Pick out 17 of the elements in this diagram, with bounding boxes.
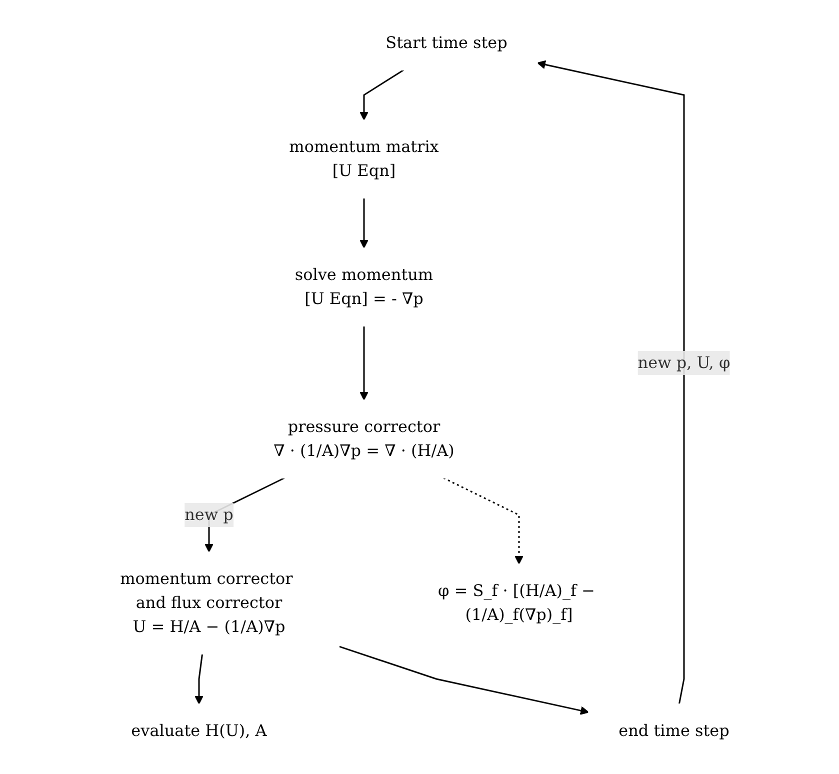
node-text: Start time step <box>386 33 508 52</box>
arrow <box>444 477 524 564</box>
arrow <box>194 654 204 704</box>
node-text: evaluate H(U), A <box>131 720 268 740</box>
arrow <box>360 198 369 248</box>
arrow <box>360 69 404 120</box>
node-text: pressure corrector ∇ · (1/A)∇p = ∇ · (H/A) <box>274 416 455 460</box>
edge-label: new p <box>184 504 234 524</box>
node-text: φ = S_f · [(H/A)_f − (1/A)_f(∇p)_f] <box>438 580 596 624</box>
node-text: momentum corrector and flux corrector U = H/A − (1/A)∇p <box>120 568 294 636</box>
node-text: solve momentum [U Eqn] = - ∇p <box>295 264 434 308</box>
arrow <box>537 60 686 704</box>
arrow <box>339 646 590 715</box>
arrow <box>360 326 369 400</box>
node-text: end time step <box>618 720 730 740</box>
edge-label: new p, U, φ <box>638 352 730 372</box>
node-text: momentum matrix [U Eqn] <box>289 136 440 180</box>
